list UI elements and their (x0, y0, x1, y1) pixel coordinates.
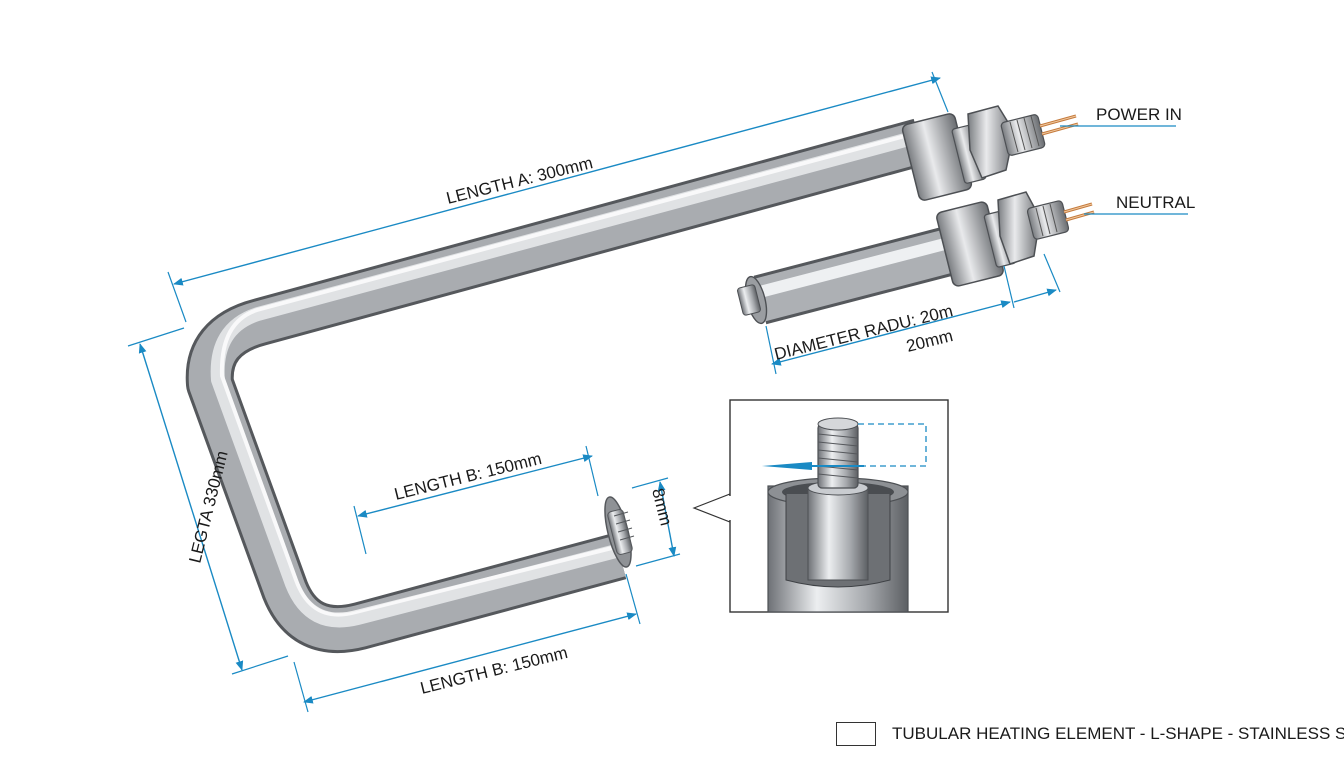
dimension-length-b-top (353, 445, 599, 555)
title-block-swatch (836, 722, 876, 746)
end-diameter-label: 8mm (648, 486, 676, 527)
neutral-label: NEUTRAL (1116, 193, 1195, 212)
title-block-text: TUBULAR HEATING ELEMENT - L-SHAPE - STAI… (892, 724, 1344, 743)
dimension-end-diameter (631, 477, 681, 567)
diameter-value-label: 20mm (904, 326, 954, 356)
dimension-length-a (167, 71, 949, 323)
dimension-left-length (127, 327, 289, 675)
detail-inset (692, 399, 949, 613)
upper-terminal (901, 105, 1079, 201)
dimension-length-b-bottom (293, 573, 641, 713)
left-length-label: LEGTA 330mm (185, 449, 231, 565)
lower-leg-end (604, 496, 635, 568)
length-b-top-label: LENGTH B: 150mm (392, 449, 543, 504)
dimension-diameter (765, 253, 1061, 375)
lower-terminal-tube (737, 191, 1095, 325)
length-a-label: LENGTH A: 300mm (444, 153, 594, 208)
power-in-label: POWER IN (1096, 105, 1182, 124)
